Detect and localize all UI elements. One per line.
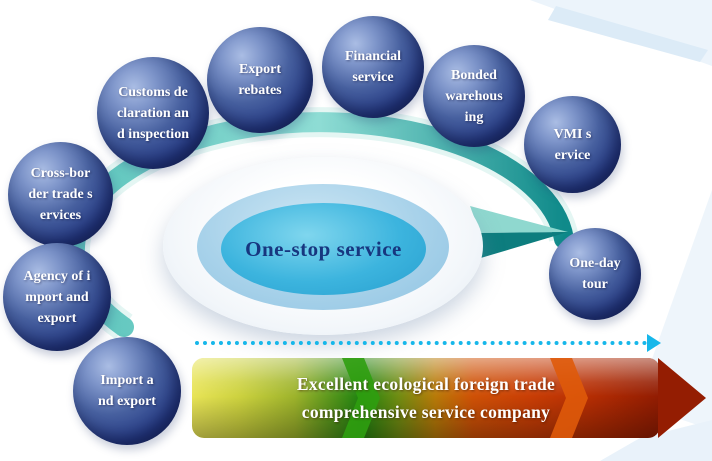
sphere-agency-import-export: Agency of i mport and export	[3, 243, 111, 351]
sphere-label: Financial service	[344, 49, 401, 85]
sphere-financial-service: Financial service	[322, 16, 424, 118]
banner-arrow-tip-icon	[658, 358, 706, 438]
dotted-line	[195, 341, 647, 345]
banner-text: Excellent ecological foreign trade compr…	[192, 358, 660, 438]
sphere-label: Import a nd export	[98, 373, 156, 409]
sphere-label: Bonded warehous ing	[445, 67, 503, 125]
sphere-cross-border-trade-services: Cross-bor der trade s ervices	[8, 142, 113, 247]
banner-line-1: Excellent ecological foreign trade	[296, 373, 556, 394]
sphere-one-day-tour: One-day tour	[549, 228, 641, 320]
dotted-arrow-icon	[195, 334, 661, 352]
sphere-label: Agency of i mport and export	[23, 268, 91, 326]
sphere-label: One-day tour	[569, 256, 621, 292]
diagonal-band	[548, 6, 708, 62]
arrowhead-bottom	[474, 232, 568, 260]
center-label: One-stop service	[245, 236, 402, 261]
center-ellipse-inner: One-stop service	[221, 203, 426, 295]
arrowhead-top	[470, 206, 568, 233]
sphere-export-rebates: Export rebates	[207, 27, 313, 133]
banner-line-2: comprehensive service company	[301, 401, 551, 422]
dotted-arrowhead	[647, 334, 661, 352]
sphere-label: Customs de claration an d inspection	[117, 84, 189, 142]
sphere-import-export: Import a nd export	[73, 337, 181, 445]
sphere-label: Cross-bor der trade s ervices	[28, 166, 93, 223]
sphere-customs-declaration-inspection: Customs de claration an d inspection	[97, 57, 209, 169]
sphere-label: VMI s ervice	[553, 126, 592, 163]
sphere-bonded-warehousing: Bonded warehous ing	[423, 45, 525, 147]
sphere-vmi-service: VMI s ervice	[524, 96, 621, 193]
sphere-label: Export rebates	[238, 62, 282, 98]
banner: Excellent ecological foreign trade compr…	[192, 358, 660, 438]
